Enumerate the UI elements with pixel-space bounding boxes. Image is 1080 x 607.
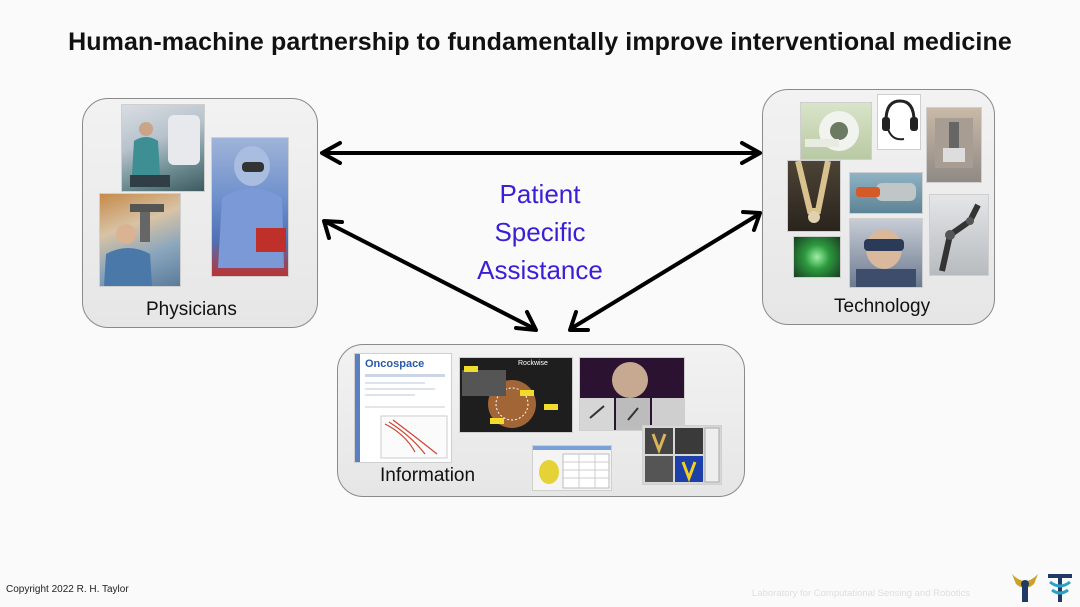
hopkins-logo-icon bbox=[1048, 574, 1072, 602]
handheld-device-photo bbox=[849, 172, 923, 214]
patient-specific-assistance-label: Patient Specific Assistance bbox=[440, 175, 640, 289]
arrowhead-information-right bbox=[568, 310, 590, 332]
physicians-node: Physicians bbox=[82, 98, 318, 328]
instrument-closeup-photo bbox=[787, 160, 841, 232]
table-screenshot bbox=[532, 445, 612, 491]
information-label: Information bbox=[380, 465, 476, 486]
technology-information-arrow bbox=[570, 214, 758, 330]
surgeon-console-photo bbox=[121, 104, 205, 192]
ct-views-screenshot bbox=[642, 425, 722, 485]
headmount-display-photo bbox=[849, 218, 923, 288]
physicians-information-arrow bbox=[326, 221, 535, 330]
technology-node: Technology bbox=[762, 89, 995, 325]
copyright-text: Copyright 2022 R. H. Taylor bbox=[6, 584, 129, 595]
arrowhead-technology-diag bbox=[741, 210, 762, 232]
arrowhead-technology-top bbox=[740, 141, 762, 165]
lab-name-text: Laboratory for Computational Sensing and… bbox=[752, 588, 971, 599]
arrowhead-physicians-top bbox=[320, 141, 342, 165]
information-node: Oncospace Rockwise bbox=[337, 344, 745, 497]
headset-photo bbox=[877, 94, 921, 150]
oncospace-screenshot: Oncospace bbox=[354, 353, 452, 463]
microscope-surgeon-photo bbox=[99, 193, 181, 287]
center-line-specific: Specific bbox=[494, 217, 586, 247]
center-line-patient: Patient bbox=[499, 179, 581, 209]
ct-scanner-photo bbox=[800, 102, 872, 160]
green-light-photo bbox=[793, 236, 841, 278]
lcsr-logo-icon bbox=[1012, 574, 1038, 602]
rockwise-caption: Rockwise bbox=[518, 360, 548, 367]
slide-title: Human-machine partnership to fundamental… bbox=[68, 28, 1012, 56]
lab-robot-photo bbox=[926, 107, 982, 183]
center-line-assistance: Assistance bbox=[477, 255, 603, 285]
arrowhead-physicians-diag bbox=[322, 219, 344, 240]
navigation-view-screenshot bbox=[579, 357, 685, 431]
surgical-robot-arm-photo bbox=[929, 194, 989, 276]
surgeon-gown-photo bbox=[211, 137, 289, 277]
endoscopy-overlay-screenshot: Rockwise bbox=[459, 357, 573, 433]
oncospace-title: Oncospace bbox=[365, 358, 425, 370]
arrowhead-information-left bbox=[514, 310, 538, 332]
physicians-label: Physicians bbox=[146, 299, 237, 320]
technology-label: Technology bbox=[834, 296, 931, 317]
